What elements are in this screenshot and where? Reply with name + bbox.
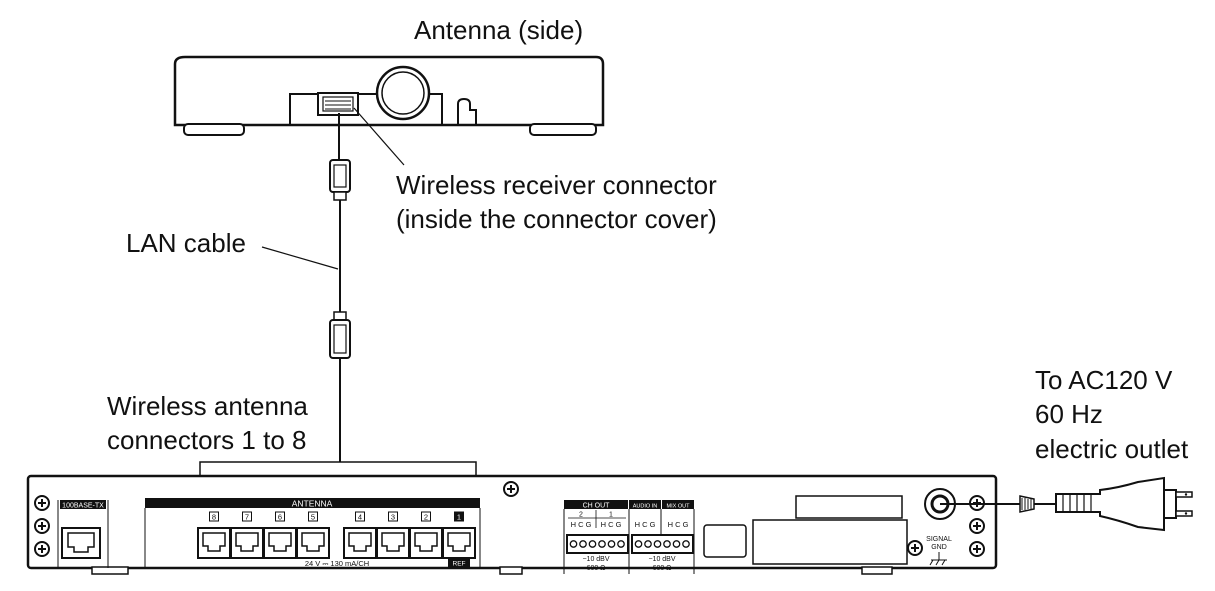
power-plug <box>1055 476 1193 532</box>
antenna-connectors-label-line1: Wireless antenna <box>107 391 308 421</box>
screw-icon <box>503 481 519 497</box>
ch-out-channel-1: 1 <box>609 512 613 519</box>
screw-icon <box>969 518 985 534</box>
hcg-label: H C G <box>635 520 656 529</box>
antenna-port-1 <box>442 527 476 559</box>
antenna-port-7 <box>230 527 264 559</box>
screw-icon <box>34 518 50 534</box>
antenna-knob <box>375 65 431 121</box>
lan-port-label: 100BASE-TX <box>62 503 104 510</box>
outlet-label-line2: 60 Hz <box>1035 399 1103 429</box>
power-rating: 24 V ⎓ 130 mA/CH <box>305 559 369 568</box>
antenna-foot-right <box>529 123 597 136</box>
terminal-block <box>631 534 694 554</box>
antenna-foot-left <box>183 123 245 136</box>
lan-cable-leader <box>261 246 339 270</box>
port-number-label: 1 <box>457 513 461 522</box>
port-number-label: 2 <box>424 513 428 522</box>
signal-label: SIGNAL <box>926 536 952 543</box>
label-area <box>795 495 903 519</box>
impedance-right: 600 Ω <box>653 565 672 572</box>
port-number-box <box>275 511 285 522</box>
antenna-connectors-label-line2: connectors 1 to 8 <box>107 425 307 455</box>
antenna-port-4 <box>343 527 377 559</box>
screw-icon <box>34 495 50 511</box>
power-cord <box>940 495 1056 513</box>
antenna-port-3 <box>376 527 410 559</box>
antenna-ports <box>197 527 476 559</box>
label-area <box>752 519 908 565</box>
antenna-port-6 <box>263 527 297 559</box>
port-number-box <box>242 511 252 522</box>
ref-label: REF <box>453 561 466 568</box>
port-number-label: 7 <box>245 513 249 522</box>
ch-out-label: CH OUT <box>583 503 611 510</box>
port-number-label: 5 <box>311 513 315 522</box>
terminal-block <box>566 534 629 554</box>
antenna-port-numbers: 8 7 6 5 4 3 2 1 <box>209 511 464 522</box>
port-number-label: 8 <box>212 513 216 522</box>
antenna-unit <box>173 55 605 136</box>
antenna-port-5 <box>296 527 330 559</box>
receiver-connector-leader <box>353 107 405 166</box>
port-number-box <box>355 511 365 522</box>
gnd-label: GND <box>931 544 947 551</box>
port-number-label: 3 <box>391 513 395 522</box>
hcg-label: H C G <box>601 520 622 529</box>
impedance-left: 600 Ω <box>587 565 606 572</box>
port-number-box <box>308 511 318 522</box>
ground-icon <box>929 552 947 566</box>
ch-out-channel-2: 2 <box>579 512 583 519</box>
screw-icon <box>907 540 923 556</box>
port-number-box <box>454 511 464 522</box>
antenna-port-2 <box>409 527 443 559</box>
lan-cable-label: LAN cable <box>126 228 246 258</box>
antenna-title: Antenna (side) <box>414 15 584 45</box>
level-right: −10 dBV <box>648 556 675 563</box>
receiver-connector-label-line1: Wireless receiver connector <box>396 170 717 200</box>
port-number-box <box>388 511 398 522</box>
audio-in-label: AUDIO IN <box>633 504 657 510</box>
lan-cable <box>329 113 351 462</box>
port-number-label: 4 <box>358 513 362 522</box>
screw-icon <box>969 541 985 557</box>
label-area <box>703 524 747 558</box>
screw-icon <box>34 541 50 557</box>
port-number-box <box>209 511 219 522</box>
hcg-label: H C G <box>571 520 592 529</box>
port-number-label: 6 <box>278 513 282 522</box>
port-number-box <box>421 511 431 522</box>
hcg-label: H C G <box>668 520 689 529</box>
rear-panel: 100BASE-TX ANTENNA 8 7 6 5 4 3 2 1 24 V ⎓ 130 m… <box>26 474 998 575</box>
mix-out-label: MIX OUT <box>667 504 691 510</box>
level-left: −10 dBV <box>582 556 609 563</box>
outlet-label-line3: electric outlet <box>1035 434 1189 464</box>
receiver-connector-label-line2: (inside the connector cover) <box>396 204 717 234</box>
antenna-port-8 <box>197 527 231 559</box>
outlet-label-line1: To AC120 V <box>1035 365 1173 395</box>
antenna-header: ANTENNA <box>292 499 333 509</box>
terminal-blocks <box>566 534 694 554</box>
